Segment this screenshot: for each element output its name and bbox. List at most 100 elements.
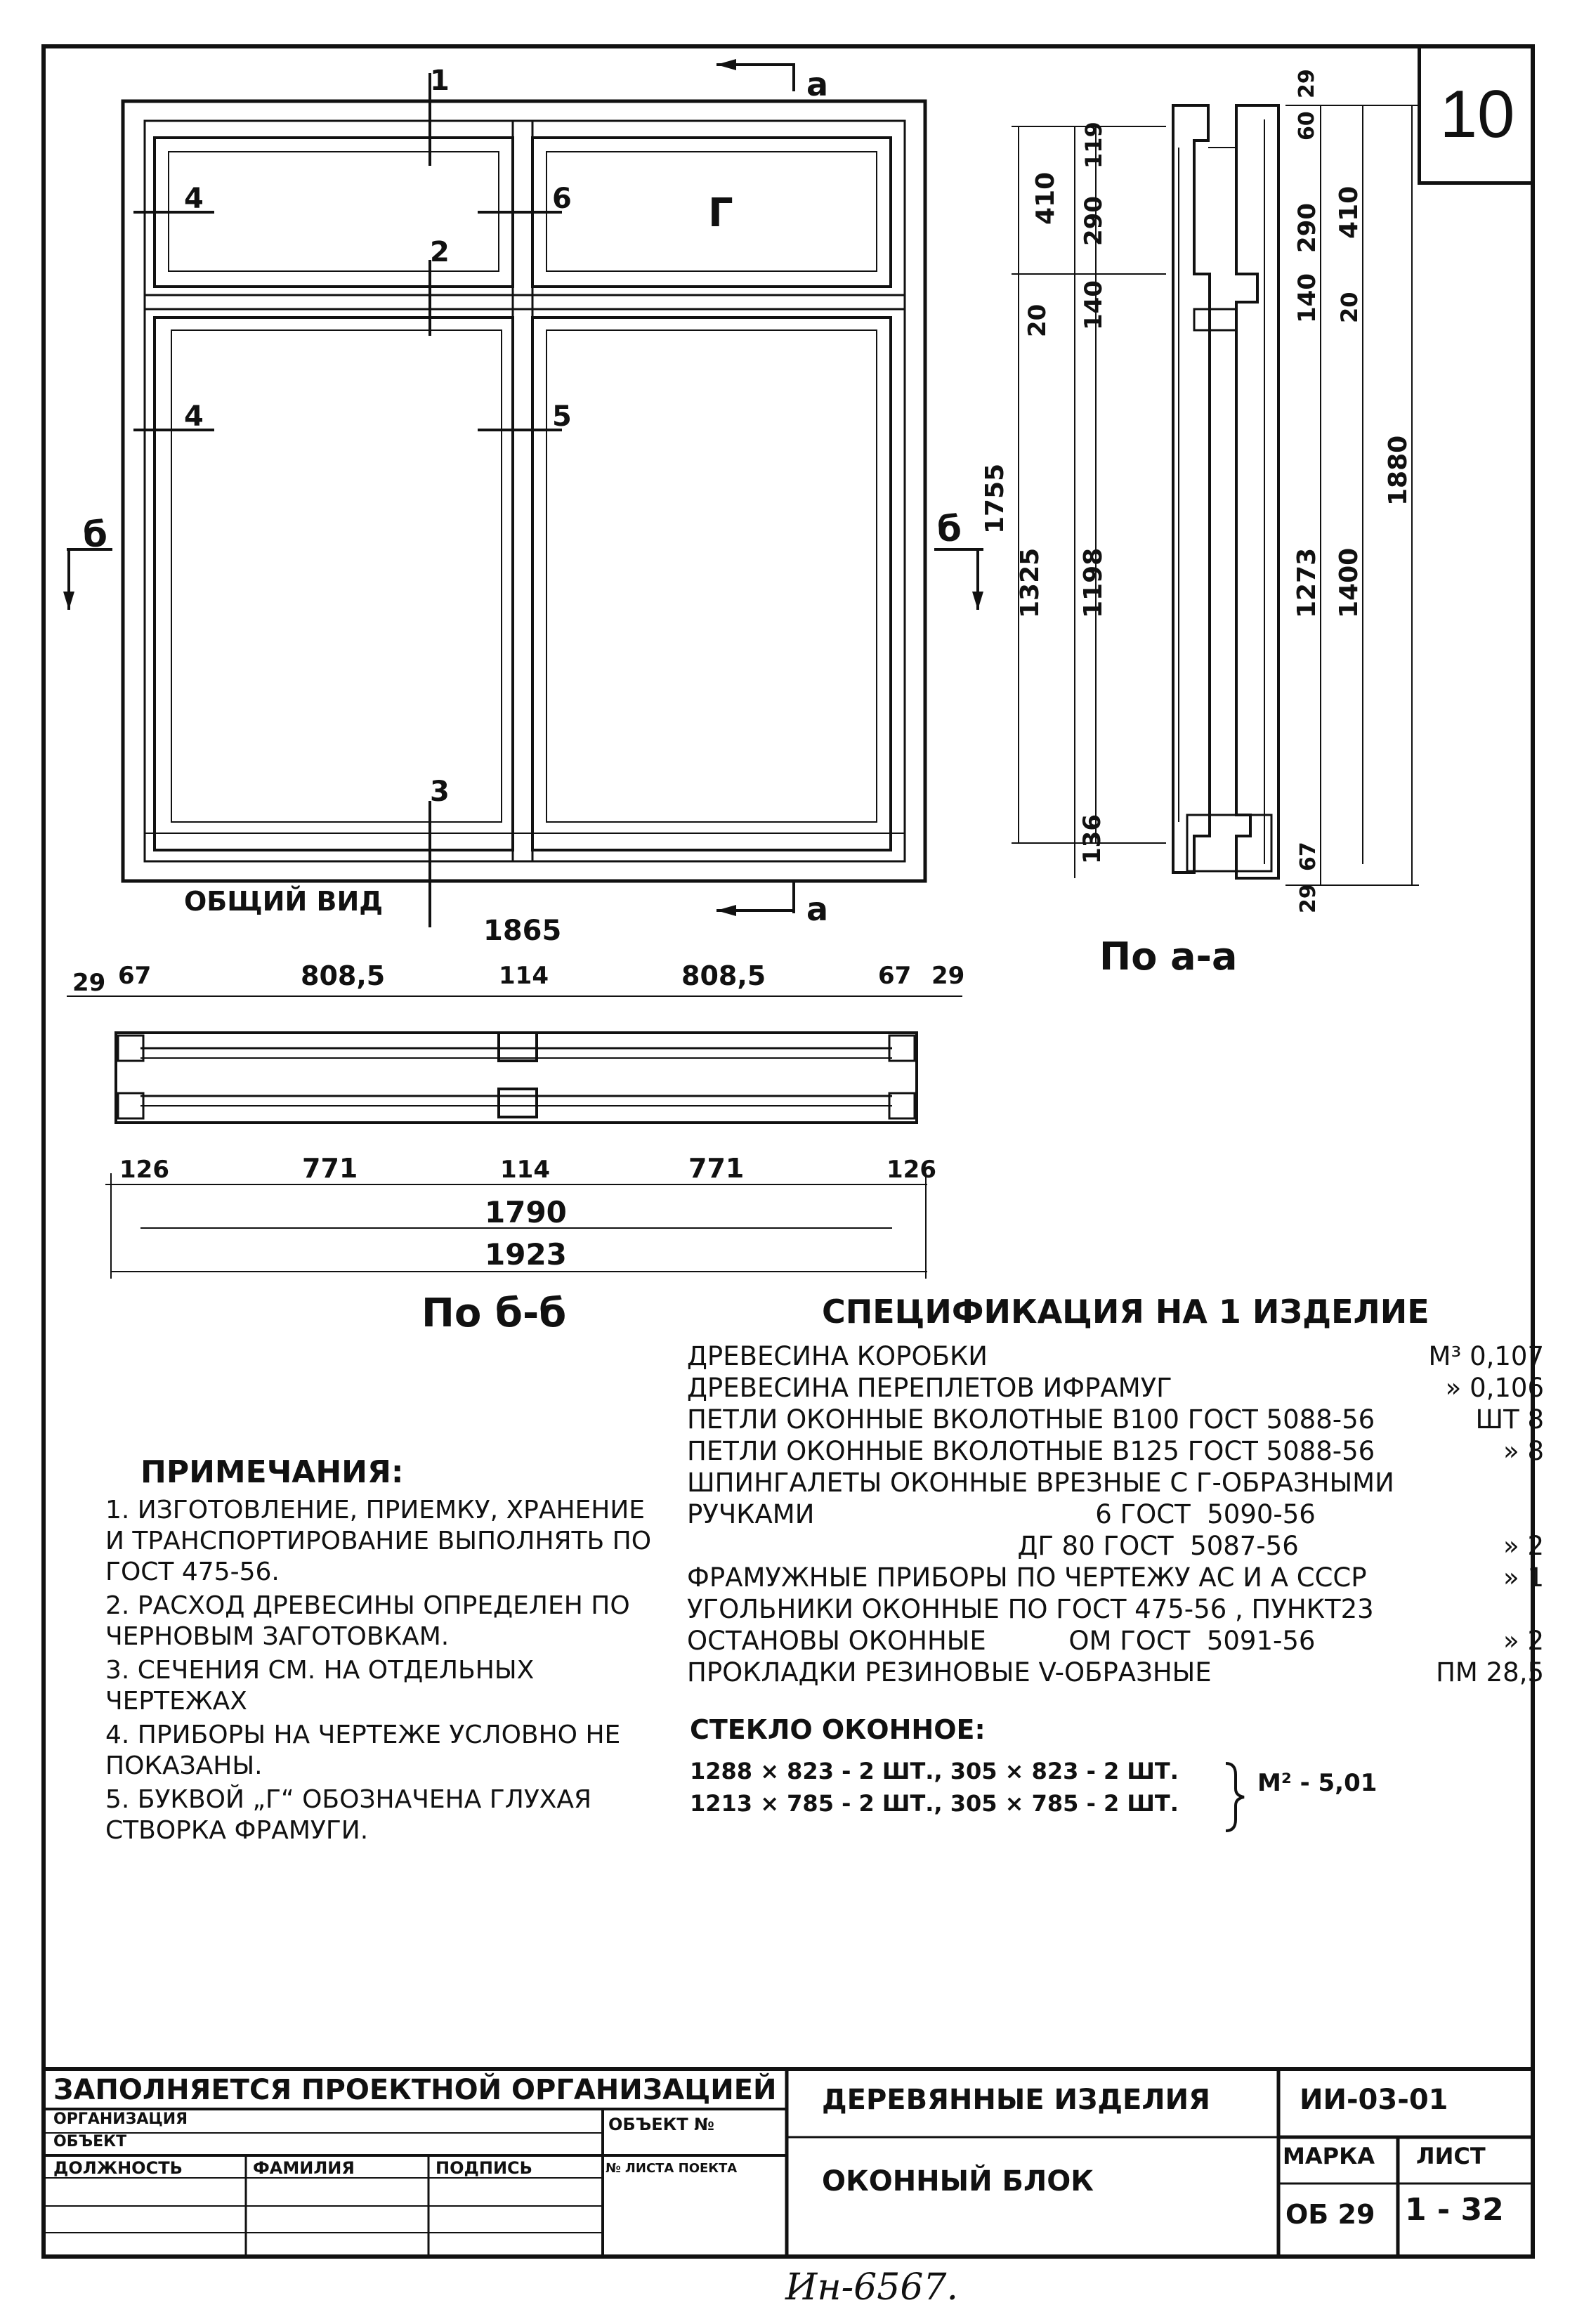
dim-771-right: 771 bbox=[688, 1153, 744, 1184]
tb-position: ДОЛЖНОСТЬ bbox=[53, 2158, 183, 2178]
spec-row: ФРАМУЖНЫЕ ПРИБОРЫ ПО ЧЕРТЕЖУ АС И А СССР… bbox=[687, 1562, 1544, 1593]
spec-item-qty: » 1 bbox=[1503, 1562, 1544, 1593]
dim-29-right: 29 bbox=[931, 962, 964, 990]
dim-410-right: 410 bbox=[1335, 186, 1363, 239]
tb-sheet-value: 1 - 32 bbox=[1405, 2192, 1504, 2228]
dim-1198: 1198 bbox=[1079, 548, 1108, 618]
dim-1325: 1325 bbox=[1016, 548, 1045, 618]
dim-290-right: 290 bbox=[1293, 203, 1321, 253]
glass-label: СТЕКЛО ОКОННОЕ: bbox=[690, 1714, 986, 1745]
tb-code: ИИ-03-01 bbox=[1300, 2084, 1448, 2116]
spec-item-qty: » 2 bbox=[1503, 1531, 1544, 1561]
note-item: 4. ПРИБОРЫ НА ЧЕРТЕЖЕ УСЛОВНО НЕ ПОКАЗАН… bbox=[105, 1721, 621, 1780]
tb-object-no: ОБЪЕКТ № bbox=[608, 2115, 714, 2134]
dim-20-right: 20 bbox=[1336, 292, 1363, 323]
dim-1880: 1880 bbox=[1384, 436, 1413, 506]
section-mark-2: 2 bbox=[430, 236, 450, 268]
general-view-caption: ОБЩИЙ ВИД bbox=[184, 886, 383, 917]
dim-136: 136 bbox=[1078, 814, 1106, 864]
section-bb-caption: По б-б bbox=[421, 1291, 566, 1336]
dim-1755: 1755 bbox=[981, 464, 1009, 534]
dim-1400: 1400 bbox=[1335, 548, 1363, 618]
dim-1273: 1273 bbox=[1293, 548, 1321, 618]
tb-mark-label: МАРКА bbox=[1283, 2143, 1375, 2169]
spec-item-name: ПЕТЛИ ОКОННЫЕ ВКОЛОТНЫЕ В125 ГОСТ 5088-5… bbox=[687, 1436, 1375, 1466]
dim-29-bottom: 29 bbox=[1296, 884, 1321, 913]
spec-item-qty: М³ 0,107 bbox=[1428, 1341, 1544, 1371]
spec-item-name: ДГ 80 ГОСТ 5087-56 bbox=[687, 1531, 1299, 1561]
dim-410-left: 410 bbox=[1031, 172, 1060, 225]
spec-item-name: УГОЛЬНИКИ ОКОННЫЕ ПО ГОСТ 475-56 , ПУНКТ… bbox=[687, 1594, 1374, 1624]
spec-item-qty: » 2 bbox=[1503, 1626, 1544, 1656]
glass-line-1: 1288 × 823 - 2 ШТ., 305 × 823 - 2 ШТ. bbox=[690, 1758, 1179, 1784]
tb-product-group: ДЕРЕВЯННЫЕ ИЗДЕЛИЯ bbox=[822, 2084, 1210, 2116]
dim-140-left: 140 bbox=[1080, 280, 1108, 330]
spec-item-name: ПЕТЛИ ОКОННЫЕ ВКОЛОТНЫЕ В100 ГОСТ 5088-5… bbox=[687, 1404, 1375, 1435]
spec-item-name: ФРАМУЖНЫЕ ПРИБОРЫ ПО ЧЕРТЕЖУ АС И А СССР bbox=[687, 1562, 1367, 1593]
dim-808-5-right: 808,5 bbox=[681, 960, 766, 991]
section-mark-6: 6 bbox=[552, 183, 572, 215]
sheet-number-box: 10 bbox=[1418, 48, 1533, 185]
dim-808-5-left: 808,5 bbox=[301, 960, 385, 991]
section-bb-drawing bbox=[67, 995, 962, 1279]
dim-771-left: 771 bbox=[302, 1153, 358, 1184]
dim-114-top: 114 bbox=[499, 962, 549, 990]
glass-total: М² - 5,01 bbox=[1257, 1769, 1378, 1797]
note-item: 2. РАСХОД ДРЕВЕСИНЫ ОПРЕДЕЛЕН ПО ЧЕРНОВЫ… bbox=[105, 1591, 630, 1651]
spec-row: ПЕТЛИ ОКОННЫЕ ВКОЛОТНЫЕ В125 ГОСТ 5088-5… bbox=[687, 1435, 1544, 1467]
tb-organization: ОРГАНИЗАЦИЯ bbox=[53, 2110, 188, 2128]
spec-item-qty: » 8 bbox=[1503, 1436, 1544, 1466]
dim-114-bottom: 114 bbox=[500, 1156, 550, 1184]
spec-item-name: ОСТАНОВЫ ОКОННЫЕ ОМ ГОСТ 5091-56 bbox=[687, 1626, 1316, 1656]
cut-b-left: б bbox=[83, 514, 107, 555]
spec-item-name: ШПИНГАЛЕТЫ ОКОННЫЕ ВРЕЗНЫЕ С Г-ОБРАЗНЫМИ bbox=[687, 1468, 1394, 1498]
spec-row: ШПИНГАЛЕТЫ ОКОННЫЕ ВРЕЗНЫЕ С Г-ОБРАЗНЫМИ bbox=[687, 1467, 1544, 1499]
dim-290-left: 290 bbox=[1080, 196, 1108, 246]
tb-surname: ФАМИЛИЯ bbox=[253, 2158, 355, 2178]
spec-item-name: РУЧКАМИ 6 ГОСТ 5090-56 bbox=[687, 1499, 1316, 1529]
dim-67-left: 67 bbox=[118, 962, 151, 990]
title-block-grid bbox=[44, 2067, 1533, 2257]
tb-product-name: ОКОННЫЙ БЛОК bbox=[822, 2165, 1094, 2198]
spec-row: ПЕТЛИ ОКОННЫЕ ВКОЛОТНЫЕ В100 ГОСТ 5088-5… bbox=[687, 1404, 1544, 1435]
section-mark-4-top: 4 bbox=[184, 183, 204, 215]
spec-item-qty: » 0,106 bbox=[1445, 1373, 1544, 1403]
dim-140-right: 140 bbox=[1293, 273, 1321, 323]
dim-20-left: 20 bbox=[1023, 304, 1052, 337]
spec-row: ОСТАНОВЫ ОКОННЫЕ ОМ ГОСТ 5091-56 » 2 bbox=[687, 1625, 1544, 1657]
dim-29-left: 29 bbox=[72, 969, 105, 997]
spec-title: СПЕЦИФИКАЦИЯ НА 1 ИЗДЕЛИЕ bbox=[822, 1293, 1429, 1331]
dim-29-top: 29 bbox=[1295, 69, 1319, 98]
handwritten-archive-number: Ин-6567. bbox=[785, 2266, 959, 2309]
section-aa-caption: По а-а bbox=[1099, 934, 1237, 979]
tb-filled-by: ЗАПОЛНЯЕТСЯ ПРОЕКТНОЙ ОРГАНИЗАЦИЕЙ bbox=[53, 2074, 777, 2106]
notes-list: 1. ИЗГОТОВЛЕНИЕ, ПРИЕМКУ, ХРАНЕНИЕ И ТРА… bbox=[105, 1495, 653, 1849]
spec-row: УГОЛЬНИКИ ОКОННЫЕ ПО ГОСТ 475-56 , ПУНКТ… bbox=[687, 1593, 1544, 1625]
dim-126-left: 126 bbox=[119, 1156, 169, 1184]
cut-a-top: а bbox=[806, 65, 828, 103]
spec-item-name: ДРЕВЕСИНА КОРОБКИ bbox=[687, 1341, 988, 1371]
spec-row: ДРЕВЕСИНА ПЕРЕПЛЕТОВ ИФРАМУГ » 0,106 bbox=[687, 1372, 1544, 1404]
note-item: 1. ИЗГОТОВЛЕНИЕ, ПРИЕМКУ, ХРАНЕНИЕ И ТРА… bbox=[105, 1496, 652, 1586]
specification-table: ДРЕВЕСИНА КОРОБКИ М³ 0,107 ДРЕВЕСИНА ПЕРЕ… bbox=[687, 1340, 1544, 1688]
dim-1923: 1923 bbox=[485, 1237, 567, 1272]
spec-row: ДРЕВЕСИНА КОРОБКИ М³ 0,107 bbox=[687, 1340, 1544, 1372]
section-mark-1: 1 bbox=[430, 65, 450, 97]
tb-sheet-no-project: № ЛИСТА ПОЕКТА bbox=[606, 2161, 738, 2176]
spec-item-qty: ПМ 28,5 bbox=[1436, 1657, 1544, 1687]
tb-mark-value: ОБ 29 bbox=[1285, 2199, 1375, 2230]
notes-title: ПРИМЕЧАНИЯ: bbox=[140, 1454, 404, 1490]
spec-item-qty: ШТ 8 bbox=[1475, 1404, 1544, 1435]
dim-60: 60 bbox=[1295, 111, 1319, 141]
note-item: 3. СЕЧЕНИЯ СМ. НА ОТДЕЛЬНЫХ ЧЕРТЕЖАХ bbox=[105, 1656, 535, 1716]
sheet-border bbox=[41, 44, 1535, 2259]
spec-item-name: ДРЕВЕСИНА ПЕРЕПЛЕТОВ ИФРАМУГ bbox=[687, 1373, 1172, 1403]
section-aa-drawing bbox=[1012, 104, 1419, 886]
cut-b-right: б bbox=[937, 509, 962, 549]
spec-row: ДГ 80 ГОСТ 5087-56 » 2 bbox=[687, 1530, 1544, 1562]
general-view bbox=[63, 59, 983, 927]
dim-1865: 1865 bbox=[483, 915, 561, 947]
note-item: 5. БУКВОЙ „Г“ ОБОЗНАЧЕНА ГЛУХАЯ СТВОРКА … bbox=[105, 1785, 592, 1845]
